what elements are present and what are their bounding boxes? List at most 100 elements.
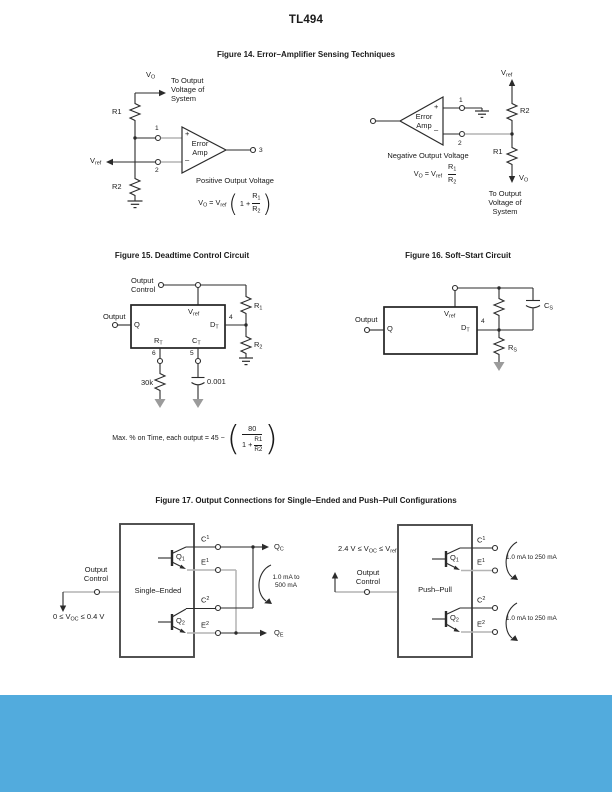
- terminal-e1: [214, 566, 222, 574]
- terminal-output-control: [157, 281, 165, 289]
- voc-range-label: 0 ≤ VOC ≤ 0.4 V: [53, 612, 105, 623]
- terminal-output: [369, 117, 377, 125]
- pin-3: 3: [259, 147, 263, 154]
- fig15-circuit: [111, 281, 253, 408]
- fig14-left-circuit: [106, 89, 257, 209]
- c2-label: C2: [201, 595, 210, 605]
- resistor-r1: [128, 102, 142, 122]
- resistor-30k-label: 30k: [141, 378, 154, 387]
- terminal-3: [249, 146, 257, 154]
- terminal-5: [194, 357, 202, 365]
- transistor-q1: [432, 547, 461, 570]
- current-range-label: 1.0 mA to 250 mA: [506, 615, 557, 622]
- capacitor-value-label: 0.001: [207, 377, 226, 386]
- negative-output-title: Negative Output Voltage: [387, 151, 469, 160]
- arrow-right: [159, 89, 166, 97]
- fig17-right-circuit: [331, 524, 518, 658]
- arrow-up: [331, 572, 339, 579]
- rs-label: RS: [508, 343, 518, 354]
- e2-label: E2: [201, 620, 210, 630]
- terminal-output-control: [93, 588, 101, 596]
- current-range-arc: [505, 602, 518, 639]
- mode-label: Single–Ended: [134, 586, 182, 595]
- transistor-q1: [158, 546, 187, 569]
- pin-2: 2: [155, 167, 159, 174]
- fig14-caption: Figure 14. Error–Amplifier Sensing Techn…: [216, 50, 396, 59]
- arrow-head: [264, 598, 272, 604]
- current-range-arc: [505, 541, 518, 578]
- current-range-label: 1.0 mA to 500 mA: [272, 574, 300, 589]
- q-label: Q: [387, 324, 393, 333]
- arrow-left: [106, 158, 113, 166]
- pin-2: 2: [458, 140, 462, 147]
- ground-arrow: [493, 362, 505, 371]
- output-control-label: Output Control: [131, 276, 156, 294]
- resistor: [492, 297, 506, 317]
- transistor-q2: [158, 608, 187, 633]
- resistor-rs: [492, 336, 506, 356]
- pin-1: 1: [459, 97, 463, 104]
- pin-5: 5: [190, 350, 194, 357]
- vref-label: Vref: [188, 307, 200, 318]
- dt-label: DT: [461, 323, 470, 334]
- page-title: TL494: [288, 14, 324, 26]
- fig14-right-circuit: [369, 79, 519, 183]
- plus-sign: +: [434, 102, 439, 111]
- r2-label: R2: [112, 182, 122, 191]
- terminal-e2: [491, 628, 499, 636]
- error-amp-triangle: [398, 95, 444, 147]
- junction-dot: [234, 631, 238, 635]
- error-amp-label: Error Amp: [415, 112, 433, 130]
- resistor-r2: [505, 102, 519, 122]
- output-control-label: Output Control: [83, 565, 109, 583]
- terminal-e2: [214, 629, 222, 637]
- arrow-right: [260, 629, 267, 637]
- ground-arrow: [154, 399, 166, 408]
- watermark-banner: 8 MOTOROLA ANALOG IC DEVICE DATA elenota…: [0, 695, 612, 792]
- output-control-label: Output Control: [355, 568, 381, 586]
- fig17-left-circuit: [59, 523, 272, 658]
- output-label: Output: [355, 315, 378, 324]
- minus-sign: –: [185, 155, 190, 164]
- to-output-note: To Output Voltage of System: [171, 76, 205, 103]
- ic-box: [119, 523, 195, 658]
- fig17-caption: Figure 17. Output Connections for Single…: [155, 496, 457, 505]
- r1-label: R1: [493, 147, 503, 156]
- vref-label: Vref: [444, 309, 456, 320]
- qe-label: QE: [274, 628, 284, 639]
- dt-label: DT: [210, 320, 219, 331]
- pin-4: 4: [481, 318, 485, 325]
- pin-4: 4: [229, 314, 233, 321]
- transistor-q2: [432, 607, 461, 632]
- max-on-time-formula: Max. % on Time, each output = 45 − ( 80 …: [112, 419, 278, 459]
- resistor-30k: [153, 372, 167, 392]
- arrow-head: [510, 635, 518, 641]
- fig16-circuit: [363, 284, 541, 371]
- ground-symbol: [127, 200, 143, 209]
- terminal-1: [458, 104, 466, 112]
- ground-symbol: [475, 110, 489, 118]
- error-amp-label: Error Amp: [191, 139, 209, 157]
- terminal-output-control: [363, 588, 371, 596]
- e1-label: E1: [477, 557, 486, 567]
- vo-label: VO: [146, 70, 156, 81]
- to-output-note: To Output Voltage of System: [488, 189, 522, 216]
- terminal-vref: [451, 284, 459, 292]
- output-label: Output: [103, 312, 126, 321]
- current-range-arc: [258, 564, 272, 602]
- ic-box: [130, 304, 226, 349]
- vref-label: Vref: [501, 68, 513, 79]
- ic-box: [397, 524, 473, 658]
- current-range-label: 1.0 mA to 250 mA: [506, 554, 557, 561]
- resistor-r1: [505, 146, 519, 166]
- q1-label: Q1: [176, 552, 185, 563]
- terminal-output: [111, 321, 119, 329]
- vref-label: Vref: [90, 156, 102, 167]
- terminal-2: [154, 158, 162, 166]
- mode-label: Push–Pull: [418, 585, 452, 594]
- arrow-down: [508, 176, 516, 183]
- ground-symbol: [239, 357, 253, 366]
- fig15-caption: Figure 15. Deadtime Control Circuit: [114, 251, 250, 260]
- qc-label: QC: [274, 542, 284, 553]
